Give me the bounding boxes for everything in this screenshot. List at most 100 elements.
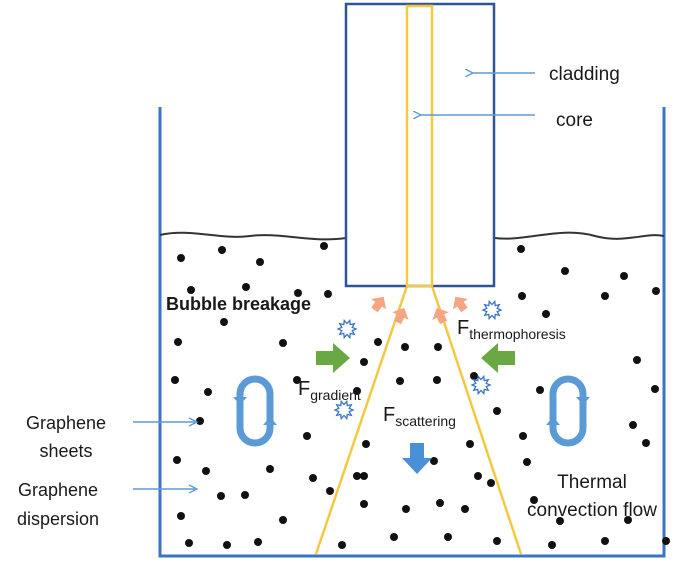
graphene-particle bbox=[320, 242, 328, 250]
graphene-particle bbox=[374, 338, 382, 346]
graphene-particle bbox=[652, 287, 660, 295]
graphene-particle bbox=[360, 358, 368, 366]
graphene-particle bbox=[353, 472, 361, 480]
thermal-convection-label-line2: convection flow bbox=[527, 500, 657, 521]
graphene-sheets-label-line2: sheets bbox=[39, 441, 92, 461]
graphene-particle bbox=[241, 491, 249, 499]
graphene-particle bbox=[173, 456, 181, 464]
graphene-particle bbox=[174, 338, 182, 346]
graphene-particle bbox=[548, 541, 556, 549]
graphene-particle bbox=[430, 457, 438, 465]
graphene-particle bbox=[461, 505, 469, 513]
bubble-burst-group bbox=[333, 299, 503, 421]
graphene-particle bbox=[218, 246, 226, 254]
graphene-particle bbox=[202, 467, 210, 475]
graphene-particle bbox=[390, 533, 398, 541]
graphene-particle bbox=[556, 517, 564, 525]
graphene-particle bbox=[633, 356, 641, 364]
graphene-particle bbox=[266, 465, 274, 473]
graphene-particle bbox=[223, 541, 231, 549]
right-circulation-loop-icon bbox=[546, 375, 590, 447]
graphene-particle bbox=[177, 254, 185, 262]
graphene-particle bbox=[444, 533, 452, 541]
graphene-particle bbox=[620, 272, 628, 280]
graphene-dispersion-label-line2: dispersion bbox=[17, 509, 99, 529]
graphene-particles bbox=[171, 242, 670, 549]
graphene-particle bbox=[561, 267, 569, 275]
bubble-burst-icon bbox=[336, 318, 358, 340]
orange-arrow-1 bbox=[371, 296, 386, 313]
gradient-force-symbol: F bbox=[298, 378, 310, 400]
graphene-particle bbox=[402, 505, 410, 513]
graphene-particle bbox=[177, 512, 185, 520]
graphene-particle bbox=[466, 440, 474, 448]
graphene-particle bbox=[470, 372, 478, 380]
graphene-particle bbox=[254, 538, 262, 546]
left-circulation-loop-icon bbox=[233, 375, 277, 447]
svg-text:Fthermophoresis: Fthermophoresis bbox=[457, 317, 566, 342]
graphene-particle bbox=[474, 472, 482, 480]
graphene-particle bbox=[309, 474, 317, 482]
graphene-particle bbox=[487, 479, 495, 487]
gradient-force-subscript: gradient bbox=[310, 387, 361, 403]
graphene-particle bbox=[601, 537, 609, 545]
laser-beam-cone bbox=[314, 285, 523, 555]
scattering-force-arrow bbox=[402, 443, 432, 474]
thermal-convection-label-line1: Thermal bbox=[557, 472, 627, 493]
graphene-particle bbox=[401, 343, 409, 351]
graphene-particle bbox=[338, 541, 346, 549]
gradient-force-arrow bbox=[316, 343, 350, 373]
graphene-particle bbox=[279, 339, 287, 347]
liquid-surface bbox=[159, 231, 665, 241]
graphene-particle bbox=[536, 386, 544, 394]
core-label: core bbox=[556, 110, 593, 131]
graphene-particle bbox=[220, 318, 228, 326]
thermophoresis-force-symbol: F bbox=[457, 317, 469, 339]
graphene-particle bbox=[518, 292, 526, 300]
graphene-particle bbox=[396, 377, 404, 385]
graphene-particle bbox=[362, 440, 370, 448]
graphene-particle bbox=[434, 343, 442, 351]
graphene-particle bbox=[360, 500, 368, 508]
svg-text:Fscattering: Fscattering bbox=[383, 404, 456, 429]
graphene-particle bbox=[204, 388, 212, 396]
orange-arrow-4 bbox=[453, 296, 468, 313]
orange-arrow-2 bbox=[392, 307, 409, 325]
bubble-burst-icon bbox=[481, 299, 503, 321]
graphene-particle bbox=[242, 283, 250, 291]
thermophoresis-force-subscript: thermophoresis bbox=[469, 326, 566, 342]
graphene-particle bbox=[662, 537, 670, 545]
graphene-particle bbox=[360, 472, 368, 480]
graphene-particle bbox=[601, 292, 609, 300]
bubble-burst-icon bbox=[333, 399, 355, 421]
graphene-particle bbox=[196, 417, 204, 425]
graphene-particle bbox=[185, 539, 193, 547]
fiber-cladding bbox=[344, 2, 496, 288]
graphene-particle bbox=[436, 499, 444, 507]
graphene-particle bbox=[624, 516, 632, 524]
graphene-dispersion-label-line1: Graphene bbox=[18, 480, 98, 500]
graphene-particle bbox=[324, 290, 332, 298]
graphene-particle bbox=[171, 376, 179, 384]
graphene-particle bbox=[353, 387, 361, 395]
svg-text:Fgradient: Fgradient bbox=[298, 378, 361, 403]
graphene-particle bbox=[517, 245, 525, 253]
graphene-particle bbox=[651, 385, 659, 393]
thermophoresis-force-arrow bbox=[481, 343, 515, 373]
graphene-particle bbox=[256, 258, 264, 266]
cladding-label: cladding bbox=[549, 64, 620, 85]
graphene-particle bbox=[542, 310, 550, 318]
graphene-sheets-label-line1: Graphene bbox=[26, 413, 106, 433]
graphene-particle bbox=[519, 432, 527, 440]
graphene-particle bbox=[187, 286, 195, 294]
graphene-particle bbox=[493, 537, 501, 545]
scattering-force-symbol: F bbox=[383, 404, 395, 426]
bubble-burst-icon bbox=[470, 374, 492, 396]
graphene-particle bbox=[433, 376, 441, 384]
beaker-container bbox=[158, 107, 666, 558]
orange-arrow-3 bbox=[432, 307, 449, 325]
graphene-particle bbox=[293, 376, 301, 384]
graphene-particle bbox=[523, 458, 531, 466]
scattering-force-subscript: scattering bbox=[395, 413, 456, 429]
